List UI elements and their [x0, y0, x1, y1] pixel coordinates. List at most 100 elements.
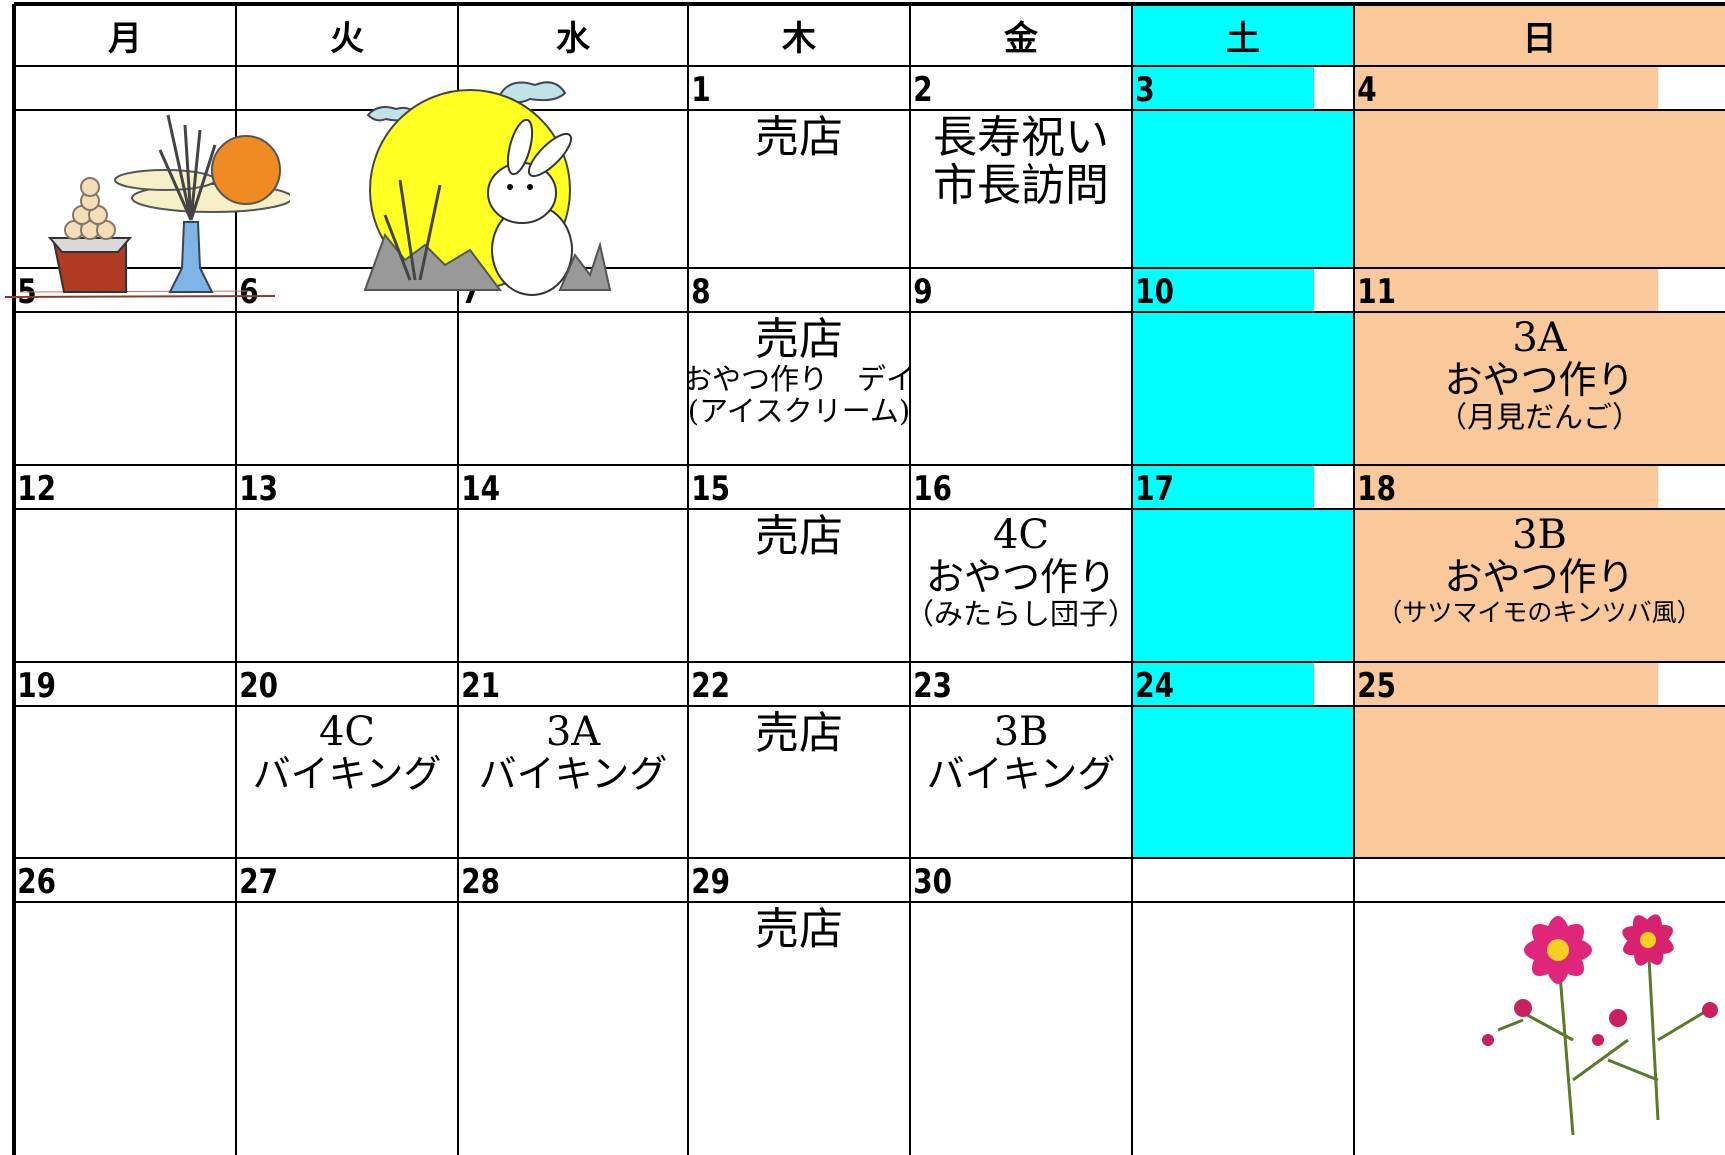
day-number	[1354, 858, 1659, 902]
grid-line	[14, 464, 1725, 466]
day-cell: 売店	[688, 706, 910, 858]
day-cell	[1132, 312, 1354, 465]
day-cell	[14, 902, 236, 1155]
day-cell	[458, 509, 688, 662]
day-number	[1132, 858, 1315, 902]
grid-line	[687, 4, 689, 1155]
day-cell: 売店	[688, 902, 910, 1155]
day-number: 23	[910, 662, 1093, 706]
day-number	[14, 66, 197, 110]
grid-line	[14, 857, 1725, 859]
event-text: バイキング	[252, 752, 442, 796]
event-text: バイキング	[478, 752, 668, 796]
day-number: 26	[14, 858, 197, 902]
day-number: 16	[910, 465, 1093, 509]
day-number: 1	[688, 66, 871, 110]
day-cell	[236, 312, 458, 465]
day-cell: 売店	[688, 110, 910, 268]
day-number: 15	[688, 465, 871, 509]
day-number: 30	[910, 858, 1093, 902]
day-cell	[458, 312, 688, 465]
grid-line	[14, 901, 1725, 903]
day-number: 11	[1354, 268, 1659, 312]
day-number: 29	[688, 858, 871, 902]
day-cell	[1132, 902, 1354, 1155]
event-text: 売店	[755, 904, 843, 955]
event-text: 4C	[318, 709, 376, 755]
day-cell	[236, 509, 458, 662]
day-cell: 売店	[688, 509, 910, 662]
day-cell	[1354, 110, 1725, 268]
day-cell	[910, 902, 1132, 1155]
day-number: 28	[458, 858, 647, 902]
event-text: 市長訪問	[933, 160, 1109, 212]
day-number: 9	[910, 268, 1093, 312]
event-text: （みたらし団子）	[910, 596, 1132, 631]
day-cell	[1354, 706, 1725, 858]
event-text: おやつ作り	[1444, 358, 1635, 402]
weekday-header: 水	[458, 4, 688, 66]
day-cell	[14, 509, 236, 662]
grid-line	[14, 267, 1725, 269]
weekday-header: 月	[14, 4, 236, 66]
grid-line	[14, 311, 1725, 313]
event-text: バイキング	[926, 752, 1116, 796]
tsukimi-dango-clipart	[4, 114, 290, 298]
day-cell: 長寿祝い市長訪問	[910, 110, 1132, 268]
grid-line	[1353, 4, 1355, 1155]
grid-line	[14, 65, 1725, 67]
grid-line	[235, 4, 237, 1155]
day-cell: 売店おやつ作り デイ(アイスクリーム)	[688, 312, 910, 465]
day-cell	[1132, 706, 1354, 858]
day-cell	[236, 902, 458, 1155]
weekday-header: 木	[688, 4, 910, 66]
weekday-header: 金	[910, 4, 1132, 66]
weekday-header: 日	[1354, 4, 1725, 66]
grid-line	[14, 2, 1725, 6]
grid-line	[14, 661, 1725, 663]
day-number: 20	[236, 662, 419, 706]
day-number: 13	[236, 465, 419, 509]
day-number: 25	[1354, 662, 1659, 706]
event-text: 売店	[755, 314, 843, 365]
event-text: 4C	[992, 512, 1050, 558]
day-number: 19	[14, 662, 197, 706]
event-text: (アイスクリーム)	[688, 394, 910, 429]
day-cell	[458, 902, 688, 1155]
weekday-header: 土	[1132, 4, 1354, 66]
day-number: 10	[1132, 268, 1315, 312]
day-cell	[1132, 110, 1354, 268]
day-cell	[14, 706, 236, 858]
day-number: 8	[688, 268, 871, 312]
event-text: 3B	[993, 709, 1049, 755]
day-cell	[910, 312, 1132, 465]
day-cell	[1132, 509, 1354, 662]
cosmos-flower-clipart	[1482, 914, 1718, 1136]
grid-line	[1131, 4, 1133, 1155]
day-number: 18	[1354, 465, 1659, 509]
day-number: 27	[236, 858, 419, 902]
event-text: 売店	[755, 511, 843, 562]
event-text: （月見だんご）	[1437, 399, 1641, 434]
day-number: 21	[458, 662, 647, 706]
event-text: 3A	[545, 709, 601, 755]
day-number: 17	[1132, 465, 1315, 509]
event-text: 3A	[1512, 315, 1567, 361]
grid-line	[14, 508, 1725, 510]
grid-line	[14, 705, 1725, 707]
event-text: 売店	[755, 708, 843, 759]
day-number	[236, 66, 419, 110]
grid-line	[12, 4, 16, 1155]
event-text: おやつ作り	[925, 555, 1116, 599]
day-number: 14	[458, 465, 647, 509]
day-cell	[14, 312, 236, 465]
day-number: 2	[910, 66, 1093, 110]
day-number: 12	[14, 465, 197, 509]
event-text: 3B	[1512, 512, 1567, 558]
